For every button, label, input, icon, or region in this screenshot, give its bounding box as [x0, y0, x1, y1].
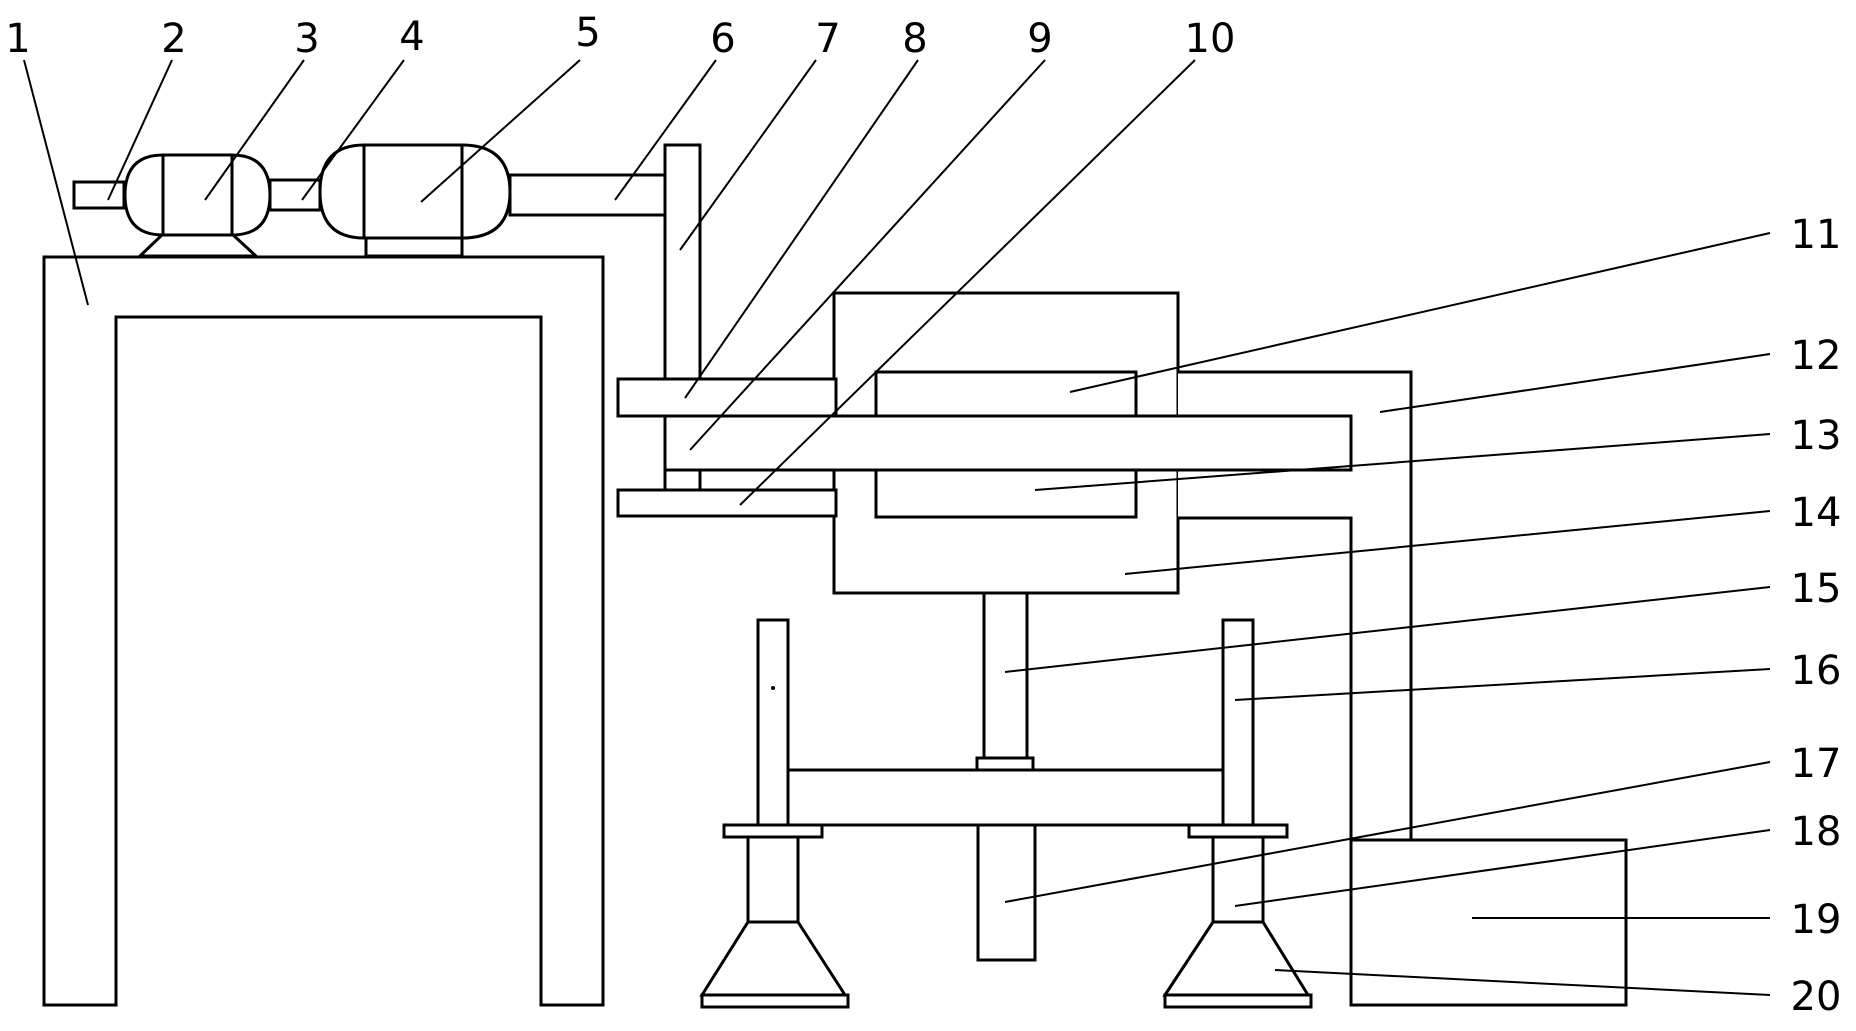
output-shaft [508, 173, 667, 217]
lower-arm [616, 488, 838, 518]
label-14: 14 [1791, 490, 1842, 536]
label-12: 12 [1791, 333, 1842, 379]
label-6: 6 [710, 16, 735, 62]
label-13: 13 [1791, 413, 1842, 459]
right-support-plate [1187, 823, 1289, 839]
cross-beam [786, 768, 1225, 827]
left-column [756, 618, 790, 827]
label-16: 16 [1791, 648, 1842, 694]
gantry-frame [42, 255, 605, 1007]
motor [123, 153, 272, 237]
label-15: 15 [1791, 566, 1842, 612]
label-17: 17 [1791, 741, 1842, 787]
right-base-foot [1162, 920, 1311, 997]
label-11: 11 [1791, 212, 1842, 258]
collection-box [1349, 838, 1628, 1007]
piston-rod [982, 591, 1029, 760]
shaft-end [72, 180, 126, 210]
label-7: 7 [815, 16, 840, 62]
label-3: 3 [294, 16, 319, 62]
reducer [318, 143, 512, 240]
label-1: 1 [5, 16, 30, 62]
slide-plate [663, 414, 1353, 472]
motor-feet [136, 232, 260, 258]
label-4: 4 [399, 14, 424, 60]
right-column [1221, 618, 1255, 827]
label-2: 2 [161, 16, 186, 62]
leader-lines [23, 59, 1771, 996]
right-base-plate [1163, 993, 1313, 1009]
column-mark [771, 686, 775, 690]
label-8: 8 [902, 16, 927, 62]
label-20: 20 [1791, 974, 1842, 1020]
label-19: 19 [1791, 897, 1842, 943]
lower-plunger [976, 823, 1037, 962]
label-9: 9 [1027, 16, 1052, 62]
left-base-foot [699, 920, 848, 997]
label-10: 10 [1185, 16, 1236, 62]
number-labels: 1 2 3 4 5 6 7 8 9 10 11 12 13 14 15 16 1… [5, 10, 1841, 1020]
label-5: 5 [575, 10, 600, 56]
left-support-plate [722, 823, 824, 839]
rod-collar [975, 756, 1035, 772]
label-18: 18 [1791, 809, 1842, 855]
left-base-plate [700, 993, 850, 1009]
